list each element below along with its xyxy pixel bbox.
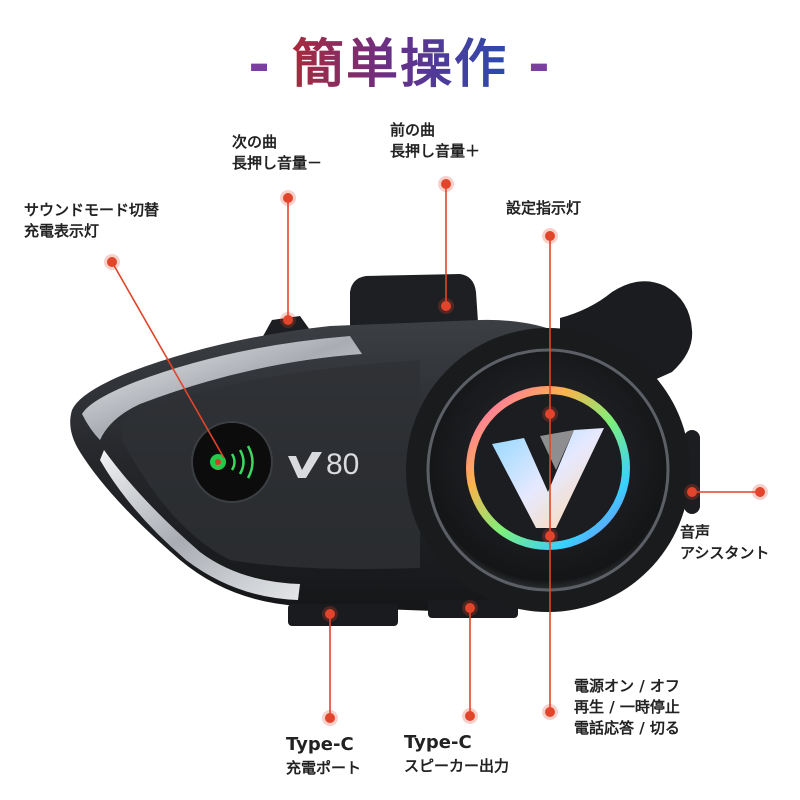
title-text: 簡単操作 (291, 35, 508, 95)
dot-next-track-button (283, 315, 293, 325)
rgb-ring (466, 386, 630, 550)
top-button-right (350, 274, 478, 326)
v-logo (492, 428, 604, 528)
title-dash-left: - (248, 35, 272, 95)
dot-sound-mode (107, 257, 117, 267)
device-logo-text: 80 (326, 448, 360, 481)
silver-trim-bottom (100, 450, 300, 600)
label-power: 電源オン / オフ 再生 / 一時停止 電話応答 / 切る (574, 677, 680, 737)
dot-prev-track-button (441, 301, 451, 311)
label-setting-indicator: 設定指示灯 (506, 199, 582, 217)
label-typec-charge: Type-C 充電ポート (286, 734, 362, 777)
leader-lines (111, 184, 760, 718)
dot-typec-charge (325, 713, 335, 723)
logo-mark (288, 452, 322, 478)
title-dash-right: - (528, 35, 552, 95)
dot-typec-speaker-port (465, 603, 475, 613)
dot-power-knob (545, 531, 555, 541)
silver-trim-top (82, 336, 362, 440)
dot-voice-assistant (755, 487, 765, 497)
bottom-port-left (288, 604, 398, 626)
dot-setting-indicator-knob (545, 409, 555, 419)
dot-power (545, 707, 555, 717)
dot-setting-indicator (545, 231, 555, 241)
label-prev-track: 前の曲 長押し音量＋ (390, 121, 481, 160)
page-title: - 簡単操作 - (0, 22, 800, 97)
label-typec-speaker: Type-C スピーカー出力 (404, 732, 510, 775)
mode-button (192, 422, 272, 502)
label-voice-assistant: 音声 アシスタント (680, 523, 770, 562)
top-button-left (262, 316, 310, 338)
dot-typec-charge-port (325, 609, 335, 619)
label-next-track: 次の曲 長押し音量－ (232, 133, 323, 172)
dot-voice-assistant-button (687, 487, 697, 497)
mode-button-rim (191, 421, 273, 503)
label-sound-mode: サウンドモード切替 充電表示灯 (24, 201, 160, 240)
dot-prev-track (441, 179, 451, 189)
dot-typec-speaker (465, 711, 475, 721)
dot-next-track (283, 193, 293, 203)
